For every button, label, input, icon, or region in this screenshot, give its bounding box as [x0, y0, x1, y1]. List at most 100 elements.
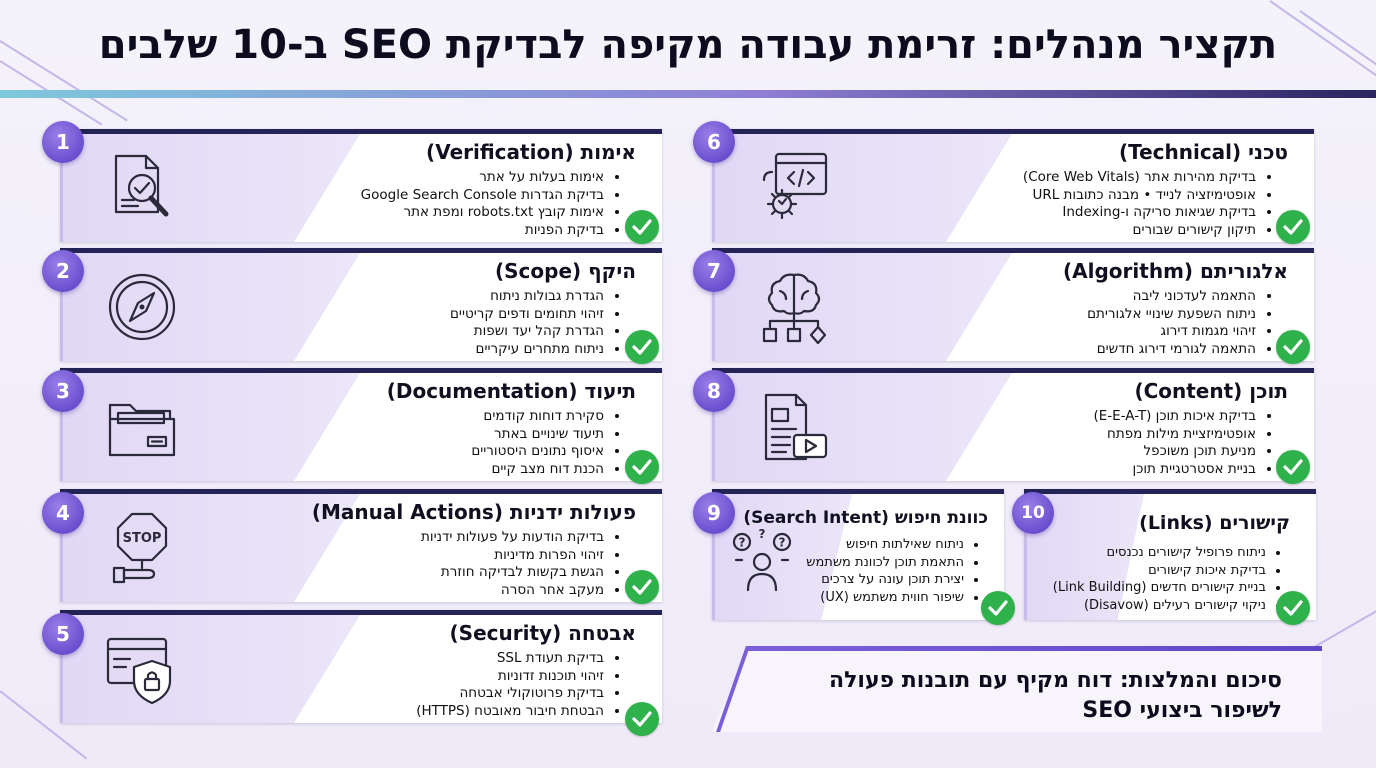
check-icon	[1276, 591, 1310, 625]
step-card-search-intent: ? ? ? כוונת חיפוש (Search Intent) ניתוח …	[712, 489, 1004, 620]
step-item: התאמה לגורמי דירוג חדשים	[1087, 341, 1256, 359]
step-item: בדיקת הודעות על פעולות ידניות	[421, 529, 604, 547]
card-edge	[712, 134, 715, 242]
step-number-badge: 8	[693, 370, 735, 412]
step-item: בדיקת הפניות	[361, 222, 604, 240]
summary-background	[712, 646, 1322, 732]
step-item: הבטחת חיבור מאובטח (HTTPS)	[416, 703, 604, 721]
step-number-badge: 6	[693, 121, 735, 163]
step-item: שיפור חווית משתמש (UX)	[806, 589, 964, 607]
step-item: הגשת בקשות לבדיקה חוזרת	[421, 564, 604, 582]
step-items: בדיקת מהירות אתר (Core Web Vitals) אופטי…	[1023, 169, 1274, 239]
step-item: יצירת תוכן עונה על צרכים	[806, 571, 964, 589]
step-items: אימות בעלות על אתר בדיקת הגדרות Google S…	[361, 169, 622, 239]
step-number-badge: 7	[693, 250, 735, 292]
step-items: ניתוח פרופיל קישורים נכנסים בדיקת איכות …	[1053, 544, 1284, 614]
step-item: איסוף נתונים היסטוריים	[471, 443, 604, 461]
card-edge	[712, 253, 715, 361]
check-icon	[1276, 210, 1310, 244]
step-title: פעולות ידניות (Manual Actions)	[311, 500, 636, 524]
check-icon	[625, 702, 659, 736]
card-edge	[60, 253, 63, 361]
step-card-verification: אימות (Verification) אימות בעלות על אתר …	[60, 129, 662, 242]
summary-top-bar	[748, 646, 1322, 651]
step-items: ניתוח שאילתות חיפוש התאמת תוכן לכוונת מש…	[806, 536, 982, 606]
user-question-icon: ? ? ?	[732, 528, 792, 592]
step-item: זיהוי הפרות מדיניות	[421, 547, 604, 565]
step-item: תיקון קישורים שבורים	[1023, 222, 1257, 240]
code-gear-icon	[762, 152, 828, 220]
step-card-content: תוכן (Content) בדיקת איכות תוכן (E-E-A-T…	[712, 368, 1314, 481]
check-icon	[625, 570, 659, 604]
step-item: אופטימיזציה לנייד • מבנה כתובות URL	[1023, 187, 1256, 205]
card-edge	[712, 373, 715, 481]
step-title: אימות (Verification)	[426, 140, 636, 164]
step-items: בדיקת הודעות על פעולות ידניות זיהוי הפרו…	[421, 529, 622, 599]
step-item: בדיקת איכות קישורים	[1053, 562, 1266, 580]
card-edge	[60, 494, 63, 602]
step-item: אימות בעלות על אתר	[361, 169, 604, 187]
svg-text:?: ?	[739, 536, 746, 550]
step-item: התאמת תוכן לכוונת משתמש	[806, 554, 964, 572]
card-edge	[1024, 494, 1027, 620]
stop-sign-icon: STOP	[112, 512, 168, 584]
step-item: סקירת דוחות קודמים	[471, 408, 604, 426]
check-icon	[625, 210, 659, 244]
summary-line: לשיפור ביצועי SEO	[1082, 698, 1282, 723]
step-item: זיהוי תוכנות זדוניות	[416, 668, 604, 686]
step-items: סקירת דוחות קודמים תיעוד שינויים באתר אי…	[471, 408, 622, 478]
card-edge	[712, 494, 715, 620]
step-item: ניתוח פרופיל קישורים נכנסים	[1053, 544, 1266, 562]
step-item: הגדרת גבולות ניתוח	[450, 288, 604, 306]
check-icon	[981, 591, 1015, 625]
step-item: ניתוח מתחרים עיקריים	[450, 341, 604, 359]
step-items: הגדרת גבולות ניתוח זיהוי תחומים ודפים קר…	[450, 288, 622, 358]
card-edge	[60, 615, 63, 723]
step-item: התאמה לעדכוני ליבה	[1087, 288, 1256, 306]
step-card-manual-actions: STOP פעולות ידניות (Manual Actions) בדיק…	[60, 489, 662, 602]
step-card-documentation: תיעוד (Documentation) סקירת דוחות קודמים…	[60, 368, 662, 481]
shield-lock-icon	[106, 637, 172, 705]
compass-icon	[108, 273, 176, 341]
step-title: היקף (Scope)	[495, 259, 636, 283]
step-number-badge: 5	[42, 613, 84, 655]
step-card-links: קישורים (Links) ניתוח פרופיל קישורים נכנ…	[1024, 489, 1316, 620]
step-item: הגדרת קהל יעד ושפות	[450, 323, 604, 341]
summary-line: סיכום והמלצות: דוח מקיף עם תובנות פעולה	[828, 668, 1282, 693]
step-item: בדיקת שגיאות סריקה ו-Indexing	[1023, 204, 1256, 222]
svg-text:STOP: STOP	[123, 531, 162, 546]
folder-icon	[108, 403, 176, 457]
summary-text: סיכום והמלצות: דוח מקיף עם תובנות פעולה …	[829, 666, 1282, 726]
title-underline	[0, 90, 1376, 98]
step-card-technical: טכני (Technical) בדיקת מהירות אתר (Core …	[712, 129, 1314, 242]
svg-text:?: ?	[759, 528, 766, 541]
card-edge	[60, 134, 63, 242]
step-item: ניקוי קישורים רעילים (Disavow)	[1053, 597, 1266, 615]
step-item: הכנת דוח מצב קיים	[471, 461, 604, 479]
step-title: תוכן (Content)	[1134, 379, 1288, 403]
step-title: טכני (Technical)	[1118, 140, 1288, 164]
step-title: אבטחה (Security)	[449, 621, 636, 645]
step-item: ניתוח שאילתות חיפוש	[806, 536, 964, 554]
step-item: בדיקת איכות תוכן (E-E-A-T)	[1094, 408, 1257, 426]
step-item: תיעוד שינויים באתר	[471, 426, 604, 444]
step-number-badge: 2	[42, 250, 84, 292]
step-title: קישורים (Links)	[1139, 512, 1290, 534]
step-item: בדיקת הגדרות Google Search Console	[361, 187, 604, 205]
step-item: אופטימיזציית מילות מפתח	[1094, 426, 1256, 444]
check-icon	[1276, 450, 1310, 484]
step-item: מניעת תוכן משוכפל	[1094, 443, 1256, 461]
step-items: בדיקת איכות תוכן (E-E-A-T) אופטימיזציית …	[1094, 408, 1275, 478]
step-title: כוונת חיפוש (Search Intent)	[743, 508, 988, 528]
step-item: אימות קובץ robots.txt ומפת אתר	[361, 204, 604, 222]
step-number-badge: 1	[42, 121, 84, 163]
step-items: התאמה לעדכוני ליבה ניתוח השפעת שינויי אל…	[1087, 288, 1274, 358]
step-item: בדיקת תעודת SSL	[416, 650, 604, 668]
summary-box: סיכום והמלצות: דוח מקיף עם תובנות פעולה …	[712, 646, 1322, 732]
page-title: תקציר מנהלים: זרימת עבודה מקיפה לבדיקת S…	[98, 22, 1278, 68]
step-item: זיהוי תחומים ודפים קריטיים	[450, 306, 604, 324]
step-item: בדיקת מהירות אתר (Core Web Vitals)	[1023, 169, 1256, 187]
step-number-badge: 4	[42, 492, 84, 534]
step-item: מעקב אחר הסרה	[421, 582, 604, 600]
step-title: תיעוד (Documentation)	[386, 379, 636, 403]
